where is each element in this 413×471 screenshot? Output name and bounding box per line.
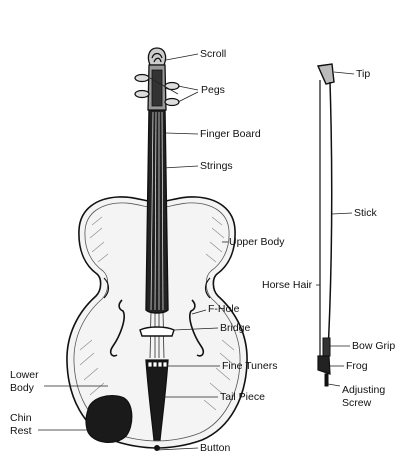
- label-scroll: Scroll: [200, 48, 227, 60]
- finger-board: [145, 109, 169, 314]
- label-tip: Tip: [356, 68, 371, 80]
- bridge: [139, 326, 175, 337]
- scroll: [147, 47, 167, 66]
- label-bridge: Bridge: [220, 322, 251, 334]
- strings: [150, 111, 164, 311]
- label-horse-hair: Horse Hair: [262, 279, 313, 291]
- label-tail-piece: Tail Piece: [220, 391, 265, 403]
- label-stick: Stick: [354, 207, 377, 219]
- pegs: [134, 73, 180, 107]
- body-shading: [79, 216, 235, 411]
- label-finger-board: Finger Board: [200, 128, 261, 140]
- violin-body: [66, 196, 248, 449]
- bow-tip: [316, 63, 335, 85]
- bow-grip: [322, 337, 331, 357]
- label-frog: Frog: [346, 360, 368, 372]
- label-chin-rest-line2: Rest: [10, 425, 32, 437]
- label-button: Button: [200, 442, 231, 454]
- bow-stick: [326, 81, 333, 373]
- label-chin-rest-line1: Chin: [10, 412, 32, 424]
- label-adjusting-screw-line1: Adjusting: [342, 384, 386, 396]
- label-upper-body: Upper Body: [229, 236, 285, 248]
- bow-adjusting-screw: [324, 373, 329, 387]
- label-lower-body-line1: Lower: [10, 369, 39, 381]
- tail-piece: [145, 359, 169, 441]
- bow-frog: [317, 355, 331, 375]
- end-button: [154, 445, 160, 451]
- label-lower-body-line2: Body: [10, 382, 34, 394]
- violin-illustration: [66, 47, 248, 451]
- label-adjusting-screw-line2: Screw: [342, 397, 372, 409]
- bow-illustration: [316, 63, 335, 387]
- fine-tuners: [147, 361, 168, 368]
- chin-rest: [85, 395, 133, 443]
- label-bow-grip: Bow Grip: [352, 340, 396, 352]
- f-hole-left: [109, 299, 125, 357]
- label-pegs: Pegs: [201, 84, 225, 96]
- label-fine-tuners: Fine Tuners: [222, 360, 278, 372]
- label-f-hole: F-Hole: [208, 303, 240, 315]
- label-strings: Strings: [200, 160, 233, 172]
- leader-lines: [38, 53, 355, 451]
- f-hole-right: [189, 299, 205, 357]
